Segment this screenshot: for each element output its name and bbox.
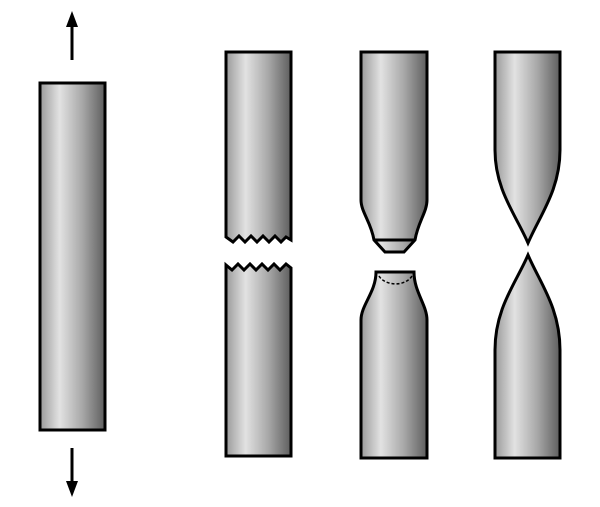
upper-fragment bbox=[224, 50, 293, 245]
specimen-bar bbox=[38, 81, 107, 432]
specimen-brittle-fracture bbox=[224, 50, 293, 458]
upper-fragment bbox=[359, 50, 429, 254]
lower-fragment bbox=[493, 251, 562, 460]
lower-fragment bbox=[359, 270, 429, 460]
upper-fragment bbox=[493, 50, 562, 247]
lower-fragment bbox=[224, 261, 293, 458]
arrowhead-down-icon bbox=[66, 481, 78, 497]
specimen-point-fracture bbox=[493, 50, 562, 460]
specimen-cup-cone-fracture bbox=[359, 50, 429, 460]
specimen-intact bbox=[38, 11, 107, 497]
cup-rim-dashed bbox=[378, 275, 413, 285]
arrowhead-up-icon bbox=[66, 11, 78, 27]
